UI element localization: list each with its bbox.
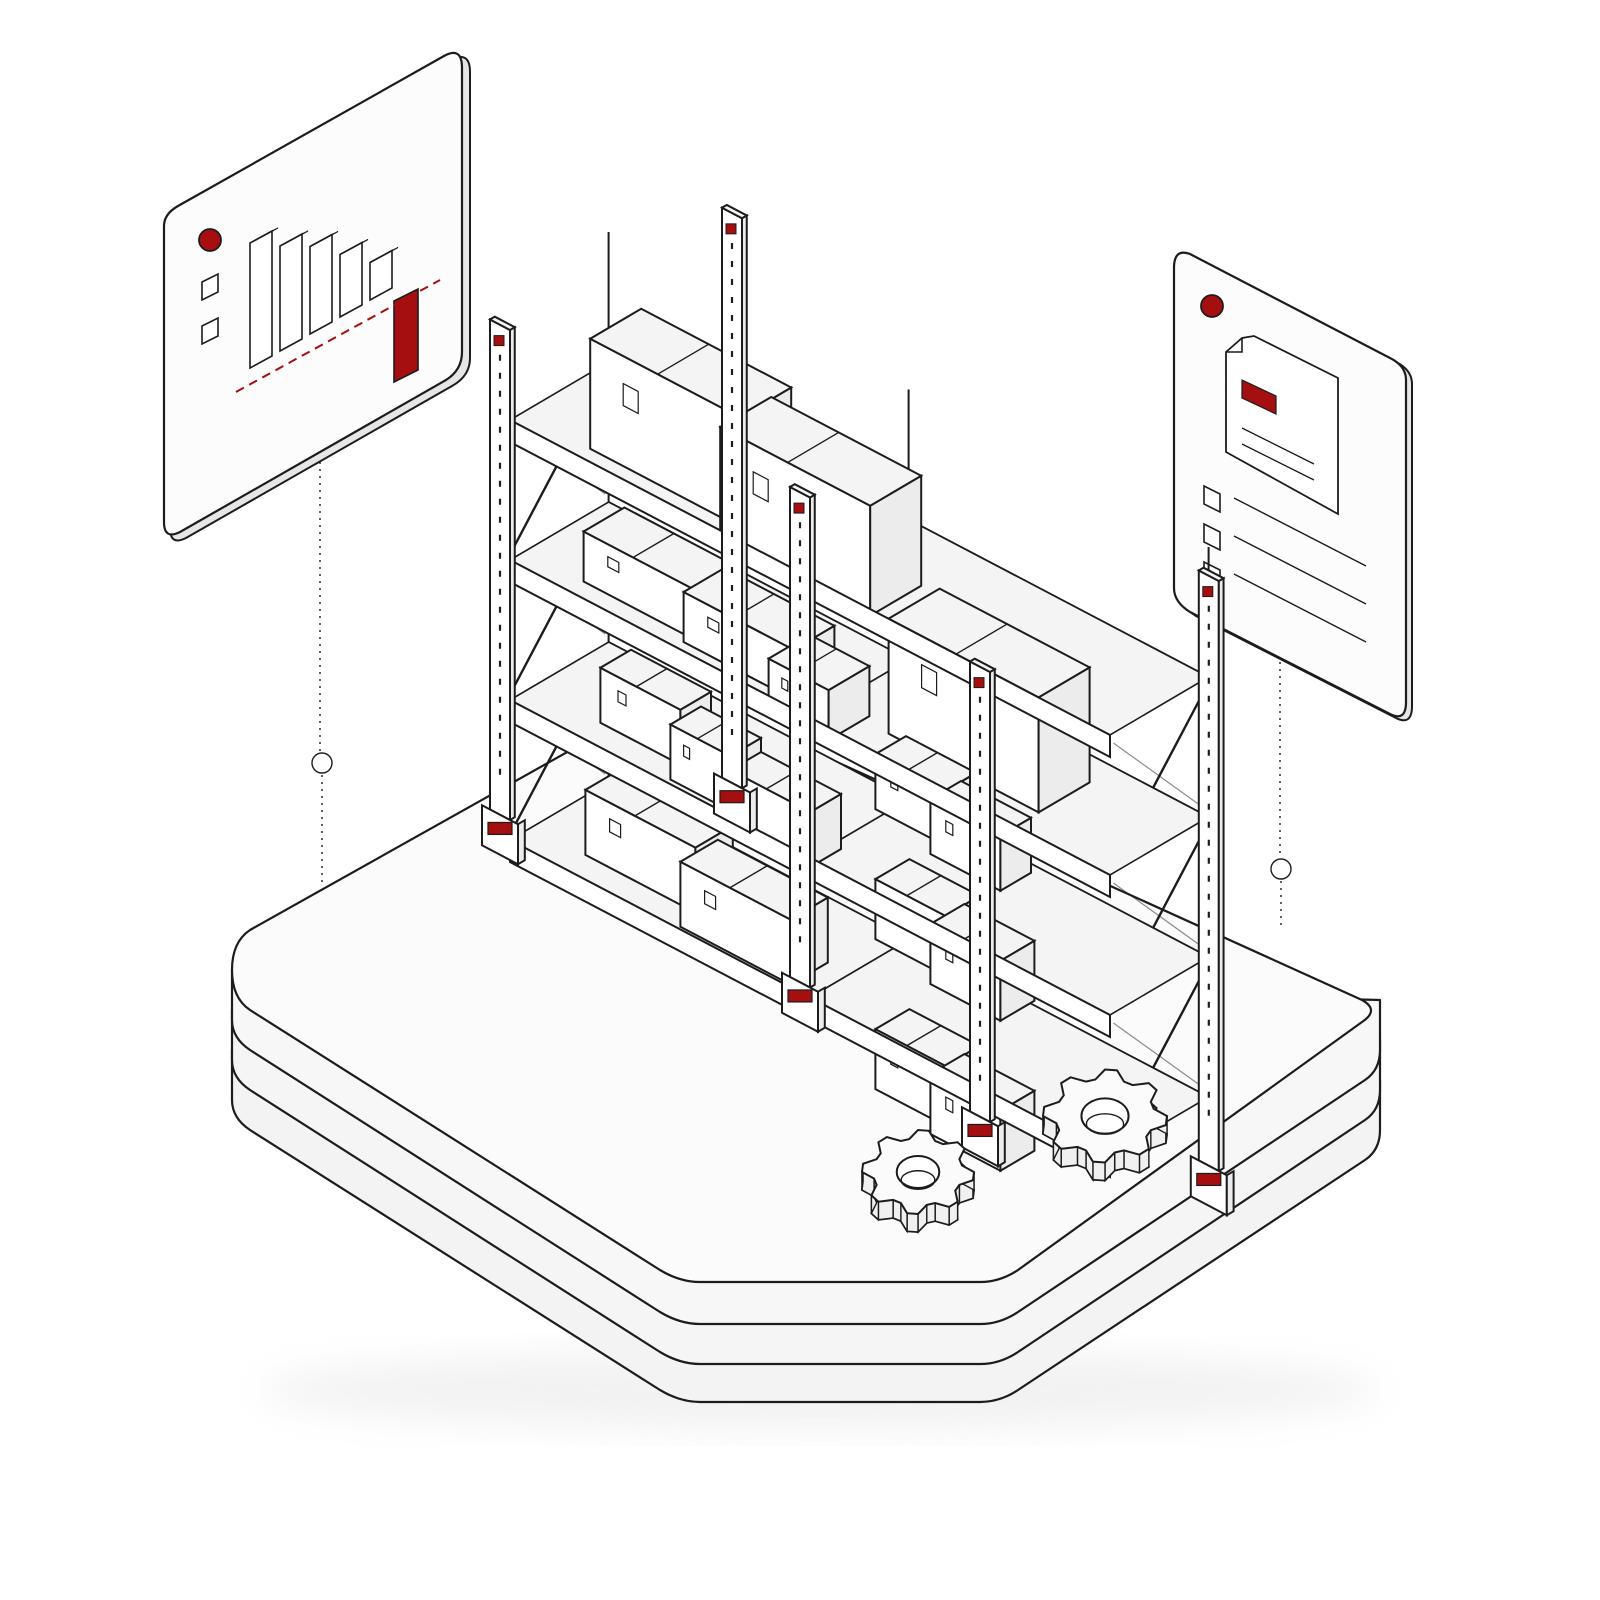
box-label bbox=[945, 1096, 954, 1114]
box-label bbox=[945, 819, 954, 837]
post-foot-tag bbox=[1196, 1172, 1222, 1187]
post-foot-tag bbox=[487, 821, 513, 836]
post-cap bbox=[787, 483, 817, 499]
rack-side-brace bbox=[1113, 882, 1206, 950]
checklist-line bbox=[1233, 573, 1367, 643]
status-dot-icon bbox=[1200, 294, 1224, 318]
checkbox-icon bbox=[1203, 522, 1221, 552]
chart-bar bbox=[309, 233, 333, 336]
leader-lines bbox=[311, 462, 1292, 930]
box-label bbox=[920, 663, 938, 697]
box-label bbox=[703, 889, 717, 911]
box-label bbox=[617, 689, 627, 707]
checklist-line bbox=[1233, 535, 1367, 605]
box-label bbox=[752, 470, 769, 503]
threshold-line bbox=[235, 279, 441, 393]
post-tag bbox=[1202, 586, 1214, 598]
box-tape bbox=[906, 875, 942, 897]
post-foot-side bbox=[1225, 1169, 1235, 1217]
chart-bar-top bbox=[279, 230, 309, 247]
post-tag bbox=[973, 677, 985, 689]
chart-bar bbox=[249, 229, 273, 370]
rack-post bbox=[781, 483, 826, 1034]
warehouse-shelving-rack bbox=[481, 203, 1235, 1217]
post-foot-tag bbox=[787, 989, 813, 1003]
post-side bbox=[989, 667, 996, 1124]
rack-post bbox=[481, 315, 526, 866]
post-tag bbox=[725, 223, 737, 235]
post-foot-side bbox=[997, 1120, 1006, 1168]
box-label bbox=[622, 382, 639, 415]
chart-panel bbox=[162, 51, 471, 542]
box-top-face bbox=[598, 648, 714, 711]
gear-icon bbox=[860, 1128, 976, 1234]
box-label bbox=[682, 744, 691, 761]
rack-side-brace bbox=[1113, 742, 1206, 810]
box-tape bbox=[632, 532, 675, 559]
gear-hole bbox=[895, 1155, 941, 1189]
box-tape bbox=[657, 343, 710, 375]
chart-bar-highlight bbox=[393, 287, 419, 384]
box-tape bbox=[906, 752, 938, 772]
gear-side bbox=[926, 1202, 936, 1224]
box-label bbox=[707, 616, 720, 634]
rack-side-brace bbox=[1113, 1022, 1206, 1090]
post-side bbox=[809, 492, 816, 990]
checkbox-icon bbox=[1203, 484, 1221, 514]
gear-side bbox=[1113, 1149, 1125, 1172]
post-front bbox=[969, 659, 991, 1124]
post-cap bbox=[487, 315, 517, 332]
gear-side bbox=[906, 1212, 919, 1233]
box-top-face bbox=[718, 395, 924, 507]
checkbox-icon bbox=[201, 272, 219, 302]
checklist-line bbox=[1233, 497, 1367, 567]
post-foot-side bbox=[517, 818, 526, 866]
box-tape bbox=[729, 865, 768, 889]
gear-icon bbox=[1041, 1068, 1169, 1183]
storage-box bbox=[886, 587, 1092, 815]
checkbox-icon bbox=[201, 316, 219, 346]
post-cap bbox=[719, 203, 749, 220]
gear-group bbox=[860, 1068, 1169, 1234]
box-label bbox=[608, 817, 622, 839]
chart-bar-top bbox=[309, 230, 339, 248]
chart-bar-top bbox=[249, 227, 279, 244]
gear-side bbox=[1060, 1146, 1079, 1168]
chart-bar bbox=[339, 241, 363, 319]
post-foot-tag bbox=[719, 790, 745, 804]
post-tag bbox=[793, 502, 805, 514]
post-foot-tag bbox=[967, 1123, 993, 1138]
post-side bbox=[509, 325, 516, 822]
post-foot-side bbox=[817, 985, 826, 1034]
document-panel bbox=[1172, 251, 1413, 722]
box-tape bbox=[787, 431, 840, 464]
bar-chart bbox=[235, 227, 441, 393]
box-tape bbox=[636, 668, 668, 688]
gear-hole-inner bbox=[900, 1170, 936, 1190]
gear-hole-inner bbox=[1085, 1113, 1125, 1135]
rack-post bbox=[713, 203, 758, 835]
checkbox-icon-group bbox=[201, 272, 219, 346]
box-tape bbox=[906, 1025, 942, 1047]
box-label bbox=[781, 677, 789, 693]
rack-post bbox=[961, 657, 1006, 1168]
box-tape bbox=[955, 623, 1008, 655]
status-dot-icon bbox=[198, 228, 222, 252]
box-label bbox=[607, 555, 620, 574]
post-cap bbox=[1196, 566, 1226, 583]
post-foot-side bbox=[749, 786, 758, 835]
rack-post bbox=[1189, 566, 1235, 1217]
gear-side bbox=[877, 1199, 894, 1221]
chart-bar-top bbox=[339, 238, 369, 256]
chart-bar-top bbox=[369, 246, 399, 264]
post-side bbox=[741, 213, 748, 790]
post-tag bbox=[493, 335, 505, 347]
document-sheet-icon bbox=[1225, 335, 1339, 516]
chart-bar bbox=[279, 232, 303, 353]
post-cap bbox=[967, 657, 997, 674]
gear-side bbox=[1092, 1160, 1106, 1182]
post-side bbox=[1217, 576, 1225, 1173]
